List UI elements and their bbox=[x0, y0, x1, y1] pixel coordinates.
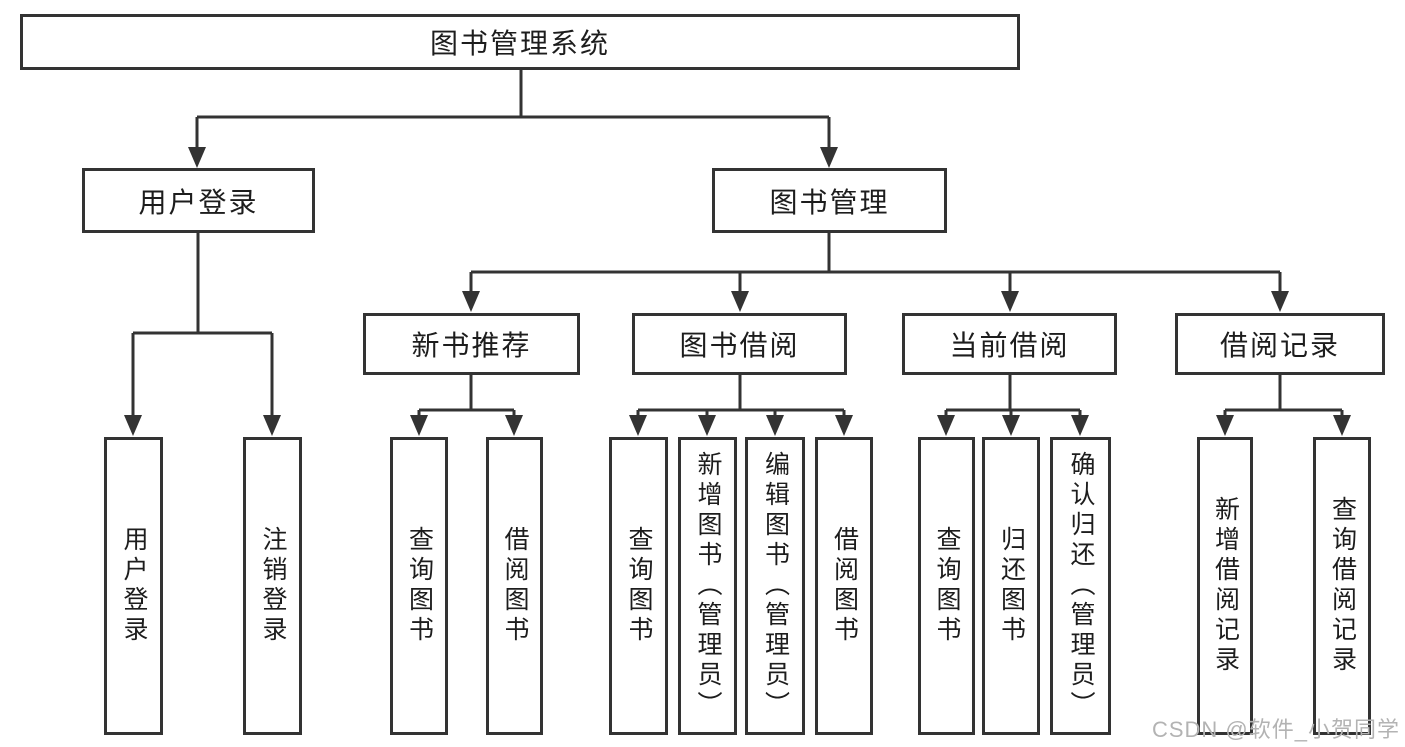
node-book-borrowing: 图书借阅 bbox=[632, 313, 847, 375]
node-current-borrowing: 当前借阅 bbox=[902, 313, 1117, 375]
node-user-login: 用户登录 bbox=[82, 168, 315, 233]
leaf-borrow-books: 借阅图书 bbox=[815, 437, 873, 735]
node-new-book-recommend: 新书推荐 bbox=[363, 313, 580, 375]
leaf-logout: 注销登录 bbox=[243, 437, 302, 735]
leaf-edit-books-admin: 编辑图书（管理员） bbox=[745, 437, 805, 735]
leaf-borrow-books-recommend: 借阅图书 bbox=[486, 437, 543, 735]
leaf-query-books-current: 查询图书 bbox=[918, 437, 975, 735]
node-root-system: 图书管理系统 bbox=[20, 14, 1020, 70]
leaf-add-borrow-record: 新增借阅记录 bbox=[1197, 437, 1253, 735]
leaf-query-books-borrowing: 查询图书 bbox=[609, 437, 668, 735]
leaf-confirm-return-admin: 确认归还（管理员） bbox=[1050, 437, 1111, 735]
leaf-user-login: 用户登录 bbox=[104, 437, 163, 735]
leaf-return-books: 归还图书 bbox=[982, 437, 1040, 735]
node-book-management: 图书管理 bbox=[712, 168, 947, 233]
arrowhead-icons bbox=[124, 147, 1351, 436]
leaf-query-borrow-record: 查询借阅记录 bbox=[1313, 437, 1371, 735]
leaf-add-books-admin: 新增图书（管理员） bbox=[678, 437, 737, 735]
node-borrow-records: 借阅记录 bbox=[1175, 313, 1385, 375]
leaf-query-books-recommend: 查询图书 bbox=[390, 437, 448, 735]
csdn-watermark: CSDN @软件_小贺同学 bbox=[1151, 717, 1400, 742]
